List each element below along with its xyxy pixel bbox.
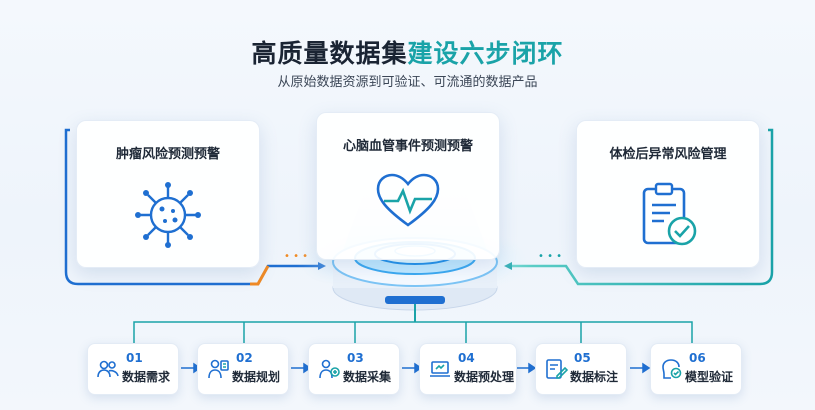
planning-icon — [208, 359, 229, 379]
step-number: 03 — [347, 351, 364, 365]
left-bracket-line — [64, 128, 318, 286]
step-card-02[interactable]: 02 数据规划 — [197, 343, 289, 395]
scenario-card-checkup[interactable]: 体检后异常风险管理 — [576, 120, 760, 268]
step-number: 04 — [458, 351, 475, 365]
left-bracket-accent — [250, 265, 270, 286]
scenario-card-tumor[interactable]: 肿瘤风险预测预警 — [76, 120, 260, 268]
step-label: 数据采集 — [343, 370, 392, 384]
step-card-06[interactable]: 06 模型验证 — [650, 343, 742, 395]
clipboard-check-icon — [642, 182, 697, 246]
step-label: 数据标注 — [570, 370, 619, 384]
step-label: 数据预处理 — [454, 370, 515, 384]
step-card-04[interactable]: 04 数据预处理 — [419, 343, 517, 395]
step-card-03[interactable]: 03 数据采集 — [308, 343, 400, 395]
step-number: 01 — [126, 351, 143, 365]
step-label: 模型验证 — [685, 370, 734, 384]
step-number: 05 — [574, 351, 591, 365]
step-number: 02 — [236, 351, 253, 365]
step-number: 06 — [689, 351, 706, 365]
heart-pulse-icon — [376, 173, 440, 227]
step-card-01[interactable]: 01 数据需求 — [87, 343, 179, 395]
step-label: 数据规划 — [232, 370, 281, 384]
title-part1: 高质量数据集 — [251, 39, 408, 68]
scenario-label: 体检后异常风险管理 — [609, 147, 727, 162]
title-part2: 建设六步闭环 — [407, 39, 564, 68]
team-icon — [97, 360, 119, 378]
svg-text:• • •: • • • — [538, 251, 562, 262]
virus-icon — [135, 182, 201, 248]
scenario-card-cardio[interactable]: 心脑血管事件预测预警 — [316, 112, 500, 260]
model-verify-icon — [662, 359, 682, 379]
scenario-label: 心脑血管事件预测预警 — [342, 139, 473, 154]
page-subtitle: 从原始数据资源到可验证、可流通的数据产品 — [277, 75, 538, 90]
bus-line — [133, 321, 693, 343]
laptop-process-icon — [430, 361, 450, 377]
annotate-icon — [546, 359, 568, 379]
step-card-05[interactable]: 05 数据标注 — [535, 343, 627, 395]
collect-icon — [319, 359, 340, 379]
page-title: 高质量数据集建设六步闭环 — [0, 34, 815, 70]
right-bracket-line — [512, 128, 774, 286]
scenario-label: 肿瘤风险预测预警 — [115, 147, 220, 162]
step-label: 数据需求 — [122, 370, 171, 384]
